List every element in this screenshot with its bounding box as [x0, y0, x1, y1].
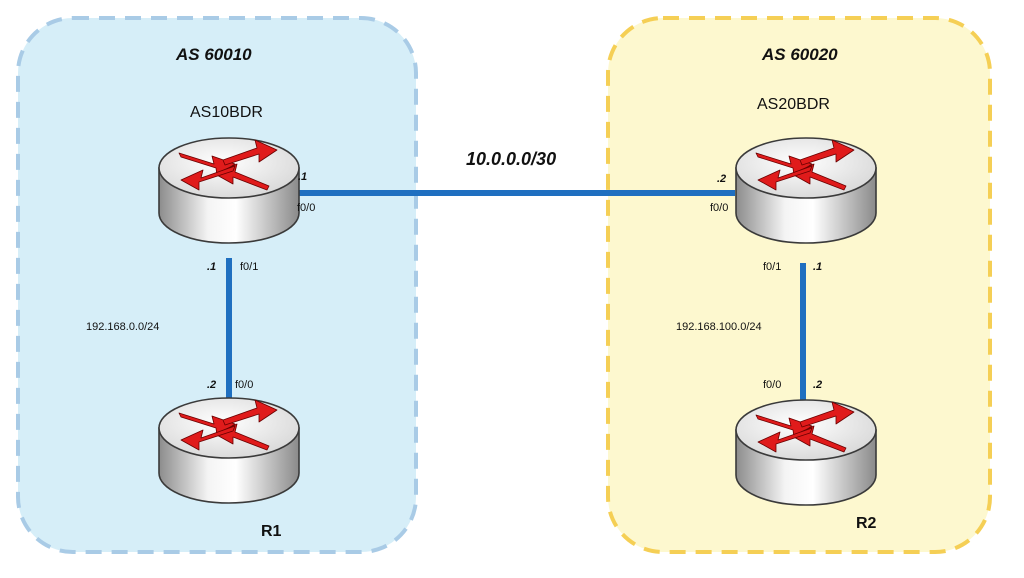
core-subnet-label: 10.0.0.0/30 — [466, 149, 557, 169]
router-name-as20bdr: AS20BDR — [757, 96, 830, 113]
left-lan-iface-bottom: f0/0 — [235, 379, 254, 391]
router-icon — [158, 397, 300, 504]
router-icon — [735, 137, 877, 244]
left-lan-ip-top: .1 — [207, 261, 217, 273]
router-name-r2: R2 — [856, 515, 877, 532]
as-60020-zone — [606, 16, 992, 554]
left-lan-ip-bottom: .2 — [207, 379, 217, 391]
core-iface-left: f0/0 — [297, 202, 316, 214]
as-60010-zone — [16, 16, 418, 554]
router-icon — [735, 399, 877, 506]
right-lan-ip-top: .1 — [813, 261, 823, 273]
router-name-as10bdr: AS10BDR — [190, 104, 263, 121]
right-lan-iface-bottom: f0/0 — [763, 379, 782, 391]
right-lan-ip-bottom: .2 — [813, 379, 823, 391]
router-name-r1: R1 — [261, 523, 282, 540]
right-lan-subnet-label: 192.168.100.0/24 — [676, 321, 762, 333]
as-60010-label: AS 60010 — [176, 45, 252, 64]
core-ip-left: .1 — [298, 171, 308, 183]
core-ip-right: .2 — [717, 173, 727, 185]
as-60020-label: AS 60020 — [762, 45, 838, 64]
core-iface-right: f0/0 — [710, 202, 729, 214]
left-lan-iface-top: f0/1 — [240, 261, 259, 273]
left-lan-subnet-label: 192.168.0.0/24 — [86, 321, 160, 333]
right-lan-iface-top: f0/1 — [763, 261, 782, 273]
router-icon — [158, 137, 300, 244]
